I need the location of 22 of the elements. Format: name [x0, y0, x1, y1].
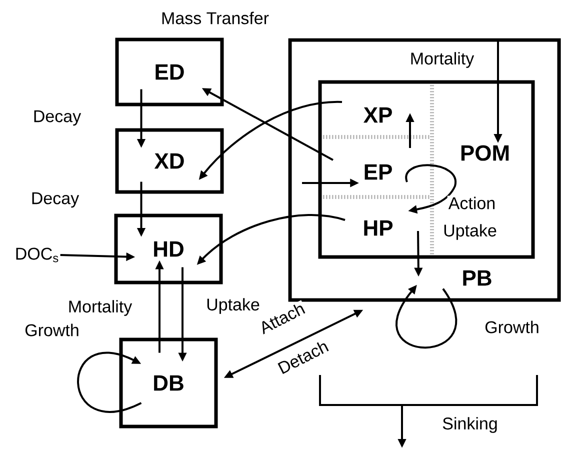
edge-label: Decay	[30, 191, 80, 209]
edge-label: Mortality	[66, 299, 134, 317]
compartment-label: POM	[461, 145, 509, 161]
compartment-box: HD	[114, 214, 223, 284]
compartment-label: EP	[364, 164, 392, 180]
edge-label: Growth	[484, 320, 540, 334]
loop-arrow	[77, 352, 142, 413]
input-label: DOC$_{s}$	[16, 248, 58, 262]
edge-label: Uptake	[442, 223, 498, 241]
compartment-label: XP	[364, 107, 392, 123]
edge-label: Growth	[24, 322, 80, 338]
edge-label: Mortality	[408, 51, 476, 69]
flow-label: Sinking	[442, 417, 497, 433]
flow-label: Mass Transfer	[162, 12, 269, 24]
compartment-box: DB	[119, 338, 218, 428]
edge-label: Action	[447, 196, 497, 210]
edge-label: Decay	[32, 109, 82, 127]
compartment-box: XD	[115, 128, 224, 194]
compartment-label: HP	[364, 220, 393, 236]
compartment-box: ED	[115, 38, 224, 106]
arrow	[405, 164, 456, 214]
compartment-box	[318, 80, 535, 259]
